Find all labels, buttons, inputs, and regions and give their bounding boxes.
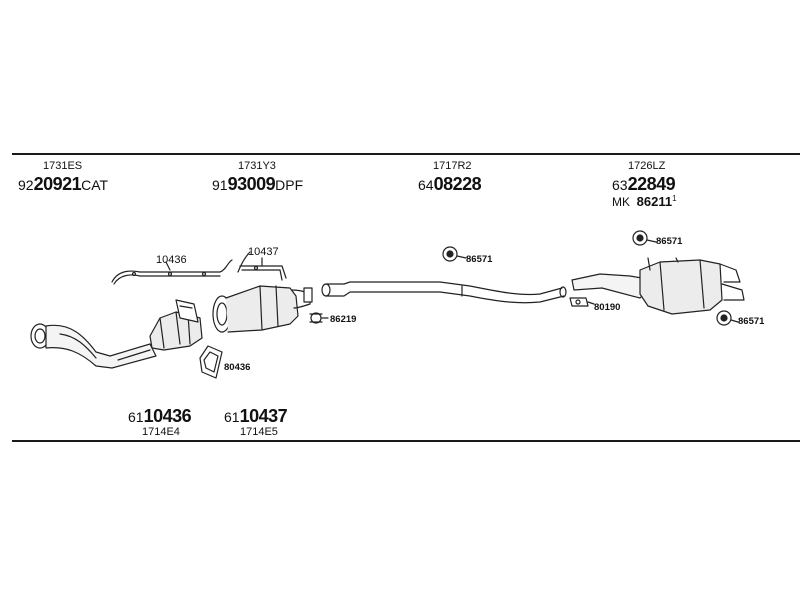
callout-gasket: 80436 bbox=[224, 362, 251, 373]
callout-hanger-rear-bottom: 86571 bbox=[738, 316, 765, 327]
front-pipe-part bbox=[30, 323, 157, 369]
callout-hanger-mid: 86571 bbox=[466, 254, 493, 265]
part-number-dpf: 9193009DPF bbox=[212, 174, 304, 194]
mounting-kit-label: MK 862111 bbox=[612, 194, 677, 209]
part-ref-dpf: 1731Y3 bbox=[238, 160, 276, 172]
part-ref-bracket-pipe: 1714E5 bbox=[240, 426, 278, 438]
top-divider bbox=[12, 153, 800, 155]
part-ref-front-pipe: 1714E4 bbox=[142, 426, 180, 438]
callout-clamp-rear: 80190 bbox=[594, 302, 621, 313]
part-ref-cat: 1731ES bbox=[43, 160, 83, 172]
part-ref-rear-silencer: 1726LZ bbox=[628, 160, 666, 172]
part-number-rear-silencer: 6322849 bbox=[612, 174, 676, 194]
hanger-rear-top bbox=[632, 230, 657, 246]
callout-hanger-rear-top: 86571 bbox=[656, 236, 683, 247]
part-number-cat: 9220921CAT bbox=[18, 174, 109, 194]
middle-pipe-part bbox=[321, 281, 567, 304]
bottom-divider bbox=[12, 440, 800, 442]
bracket-10436 bbox=[111, 259, 233, 285]
part-number-front-pipe: 6110436 bbox=[128, 406, 192, 426]
clamp-rear bbox=[569, 297, 595, 307]
gasket-part bbox=[199, 345, 223, 379]
hanger-mid bbox=[442, 246, 467, 262]
part-number-middle-pipe: 6408228 bbox=[418, 174, 482, 194]
part-number-bracket-pipe: 6110437 bbox=[224, 406, 288, 426]
callout-bracket-rear: 10437 bbox=[248, 246, 279, 258]
rear-silencer-part bbox=[571, 257, 745, 315]
part-ref-middle-pipe: 1717R2 bbox=[433, 160, 472, 172]
callout-bracket-front: 10436 bbox=[156, 254, 187, 266]
clamp-86219 bbox=[309, 312, 329, 324]
dpf-part bbox=[212, 285, 313, 333]
catalytic-converter-part bbox=[149, 299, 203, 351]
bracket-10437 bbox=[237, 251, 287, 281]
hanger-rear-bottom bbox=[716, 310, 739, 326]
callout-clamp: 86219 bbox=[330, 314, 357, 325]
